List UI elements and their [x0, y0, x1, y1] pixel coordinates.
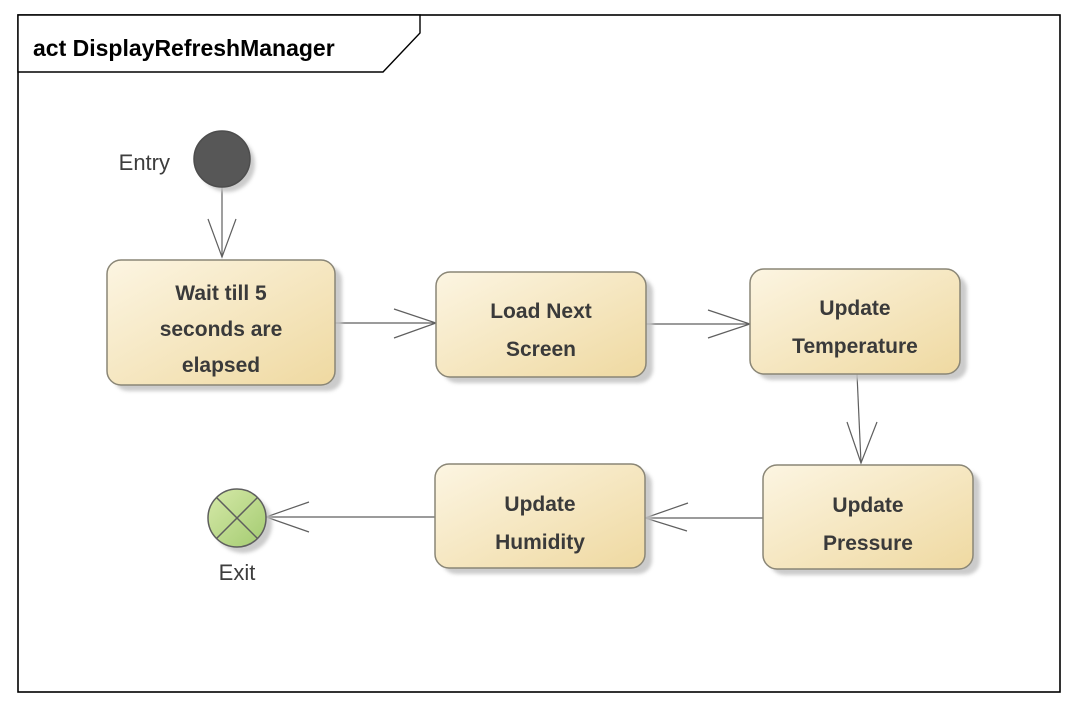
- wait-node-label-line2: seconds are: [160, 318, 283, 341]
- activity-node-update-humidity: Update Humidity: [434, 463, 652, 574]
- edge-temperature-to-pressure: [846, 373, 878, 465]
- activity-node-update-pressure: Update Pressure: [762, 464, 980, 575]
- exit-cross-line-2: [215, 496, 259, 540]
- temperature-node-label-line2: Temperature: [792, 335, 918, 358]
- frame-title: act DisplayRefreshManager: [33, 35, 335, 61]
- activity-node-load-next-screen: Load Next Screen: [435, 271, 653, 383]
- pressure-node-label-line1: Update: [832, 494, 903, 517]
- activity-node-update-temperature: Update Temperature: [749, 268, 967, 380]
- initial-node-entry: Entry: [119, 130, 255, 192]
- wait-node-box: [106, 259, 336, 386]
- load-node-label-line1: Load Next: [490, 300, 592, 323]
- initial-node-icon: [193, 130, 251, 188]
- entry-node-label: Entry: [119, 150, 170, 175]
- pressure-node-box: [762, 464, 974, 570]
- pressure-node-label-line2: Pressure: [823, 532, 913, 555]
- diagram-frame: [17, 14, 1061, 693]
- exit-node-label: Exit: [219, 560, 256, 585]
- humidity-node-label-line1: Update: [504, 493, 575, 516]
- activity-node-wait: Wait till 5 seconds are elapsed: [106, 259, 342, 391]
- humidity-node-box: [434, 463, 646, 569]
- frame-title-tab: [17, 14, 421, 73]
- temperature-node-label-line1: Update: [819, 297, 890, 320]
- humidity-node-label-line2: Humidity: [495, 531, 585, 554]
- final-node-exit: Exit: [207, 488, 272, 585]
- edge-entry-to-wait: [207, 187, 237, 259]
- wait-node-label-line1: Wait till 5: [175, 282, 267, 305]
- load-node-label-line2: Screen: [506, 338, 576, 361]
- wait-node-label-line3: elapsed: [182, 354, 260, 377]
- temperature-node-box: [749, 268, 961, 375]
- load-node-box: [435, 271, 647, 378]
